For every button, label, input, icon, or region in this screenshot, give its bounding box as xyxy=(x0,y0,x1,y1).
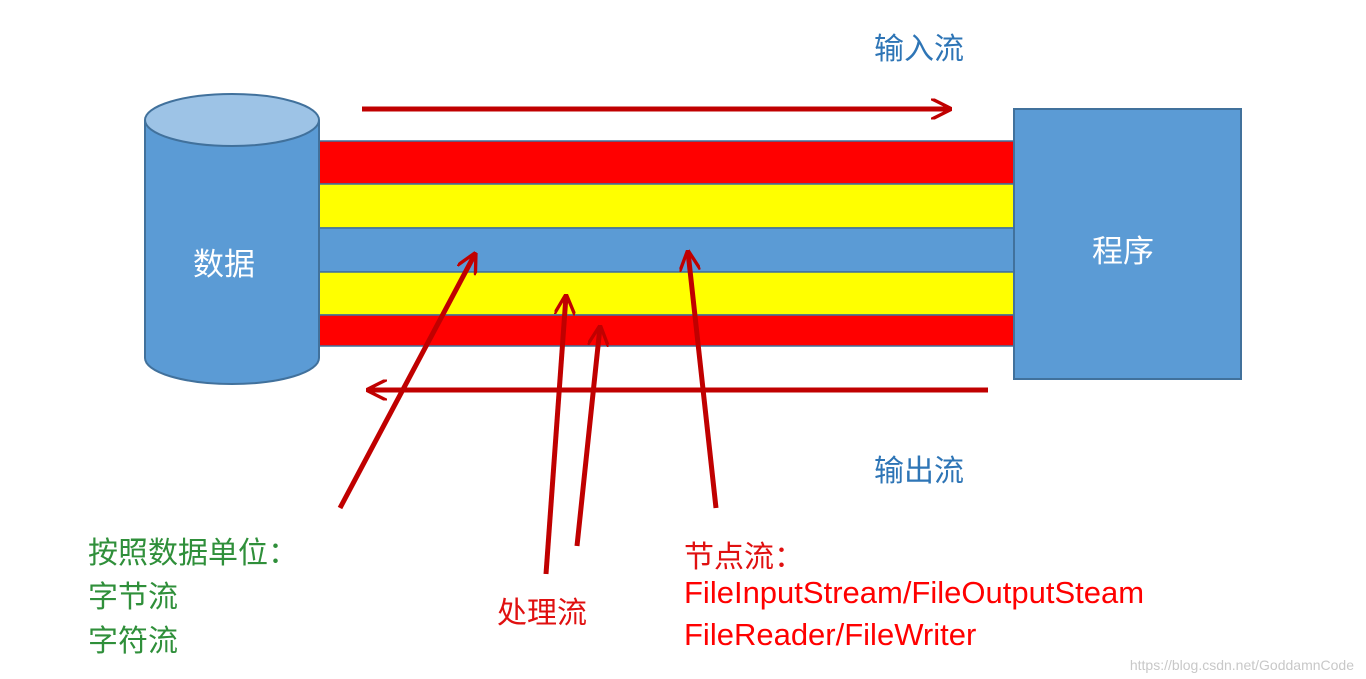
char-stream-item: 字符流 xyxy=(88,624,178,659)
data-cylinder-top xyxy=(144,93,320,147)
data-label: 数据 xyxy=(193,247,255,283)
data-cylinder xyxy=(144,93,320,385)
pipe-band-blue-middle xyxy=(317,227,1017,273)
pipe-band-yellow-bottom xyxy=(317,271,1017,316)
data-unit-classification: 按照数据单位： 字节流 字符流 xyxy=(88,532,298,664)
processing-pointer-arrow-1 xyxy=(543,296,566,575)
node-stream-line-1: FileInputStream/FileOutputSteam xyxy=(684,575,1145,610)
pipe-band-yellow-top xyxy=(317,183,1017,229)
input-stream-label: 输入流 xyxy=(874,32,964,67)
byte-stream-item: 字节流 xyxy=(88,580,178,615)
watermark: https://blog.csdn.net/GoddamnCode xyxy=(1129,657,1354,673)
processing-pointer-arrow-2 xyxy=(574,327,600,547)
unit-pointer-arrow xyxy=(337,254,475,510)
processing-stream-label: 处理流 xyxy=(497,596,587,631)
by-unit-title: 按照数据单位： xyxy=(88,536,298,571)
program-box xyxy=(1013,108,1242,380)
pipe-band-red-top xyxy=(317,140,1017,185)
output-stream-label: 输出流 xyxy=(874,454,964,489)
pipe-band-red-bottom xyxy=(317,314,1017,347)
node-stream-line-2: FileReader/FileWriter xyxy=(684,617,977,652)
node-pointer-arrow xyxy=(688,252,719,509)
program-label: 程序 xyxy=(1092,234,1154,270)
pipe xyxy=(317,140,1017,347)
node-stream-title: 节点流： xyxy=(684,540,804,575)
